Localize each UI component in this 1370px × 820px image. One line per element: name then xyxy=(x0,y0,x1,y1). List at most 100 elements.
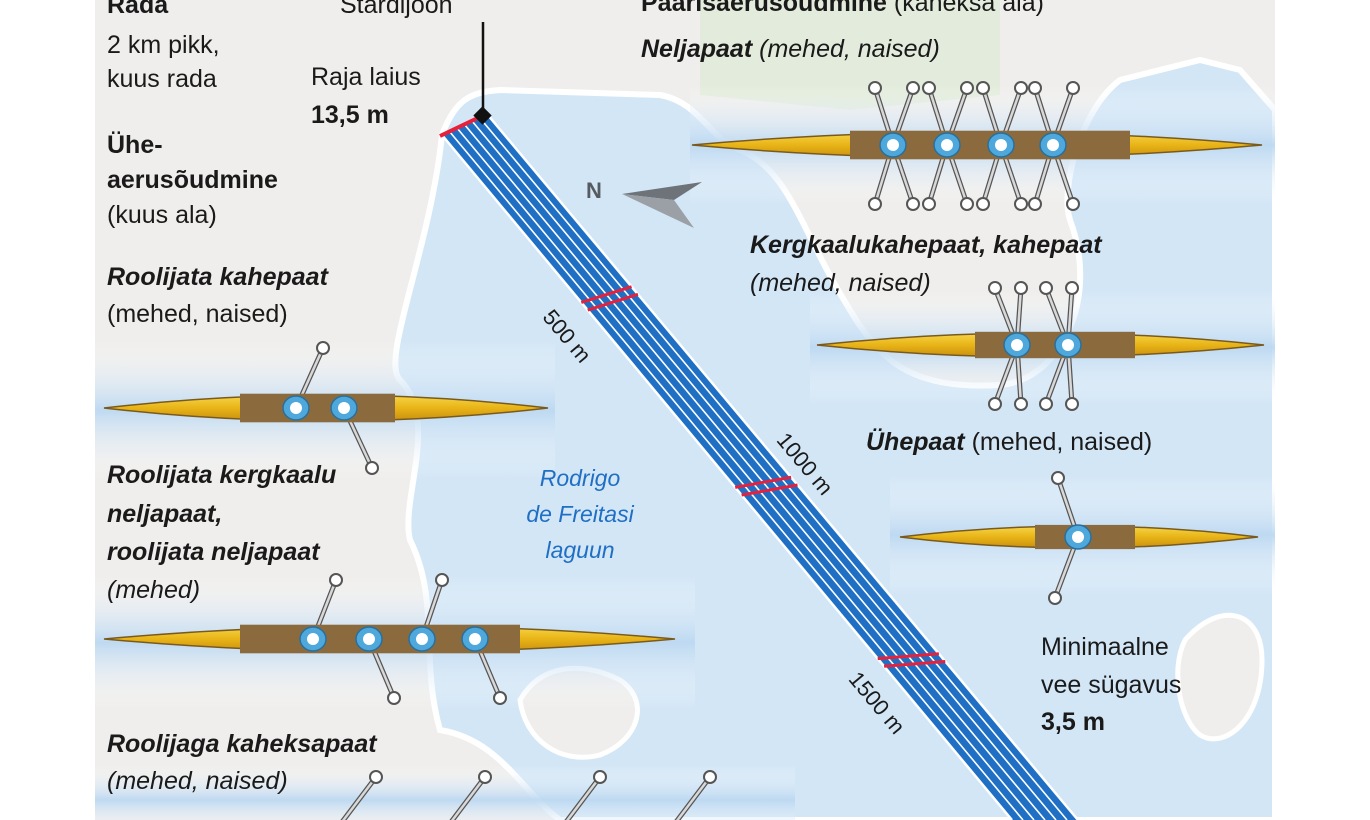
rower-head xyxy=(416,633,428,645)
oar-shaft xyxy=(341,775,378,820)
sculling-heading: Paarisaerusõudmine (kaheksa ala) xyxy=(641,0,1044,20)
oar-blade xyxy=(493,691,507,705)
pair-genders: (mehed, naised) xyxy=(107,300,288,328)
oar-blade xyxy=(369,770,383,784)
single-genders: (mehed, naised) xyxy=(971,428,1153,456)
oar-blade xyxy=(1051,471,1065,485)
distance-marker xyxy=(741,483,798,497)
start-line-label: Stardijoon xyxy=(340,0,453,19)
sweep-title-1: Ühe- xyxy=(107,131,163,159)
boats xyxy=(103,81,1265,820)
lagoon-name-3: laguun xyxy=(545,537,615,563)
single-heading: Ühepaat (mehed, naised) xyxy=(866,425,1152,459)
single-name: Ühepaat xyxy=(866,428,965,456)
island-east xyxy=(1175,612,1265,742)
distance-marker xyxy=(883,659,946,668)
four-genders: (mehed) xyxy=(107,576,201,604)
oar-shaft xyxy=(565,775,602,820)
double-genders: (mehed, naised) xyxy=(750,269,931,297)
oar-blade xyxy=(435,573,449,587)
pair-name: Roolijata kahepaat xyxy=(107,263,328,291)
quad-name: Neljapaat xyxy=(641,35,753,63)
oar-blade xyxy=(1028,197,1042,211)
rower-head xyxy=(307,633,319,645)
course-edge xyxy=(486,113,1079,820)
depth-line-1: Minimaalne xyxy=(1041,633,1169,661)
depth-line-2: vee sügavus xyxy=(1041,671,1182,699)
sweep-subtitle: (kuus ala) xyxy=(107,201,217,229)
rower-head xyxy=(1062,339,1074,351)
oar-blade xyxy=(868,81,882,95)
oar-blade xyxy=(988,397,1002,411)
eight-name: Roolijaga kaheksapaat xyxy=(107,730,377,758)
four-name-1: Roolijata kergkaalu xyxy=(107,461,337,489)
oar-blade xyxy=(1065,281,1079,295)
lane-divider xyxy=(448,130,1024,820)
oar-blade xyxy=(703,770,717,784)
rower-head xyxy=(887,139,899,151)
oar-blade xyxy=(922,81,936,95)
oar-blade xyxy=(906,197,920,211)
eight-genders: (mehed, naised) xyxy=(107,767,288,795)
lane-divider xyxy=(478,116,1068,820)
quad-heading: Neljapaat (mehed, naised) xyxy=(641,32,940,66)
distance-marker xyxy=(580,285,632,304)
quad-genders: (mehed, naised) xyxy=(759,35,940,63)
course-heading: Rada xyxy=(107,0,169,19)
lagoon-name-1: Rodrigo xyxy=(539,465,621,491)
lane-divider xyxy=(456,127,1035,820)
race-course xyxy=(439,113,1079,820)
lane-dividers xyxy=(441,113,1079,820)
start-pointer-head xyxy=(473,106,492,125)
oar-blade xyxy=(1014,281,1028,295)
depth-value: 3,5 m xyxy=(1041,708,1105,736)
rower-head xyxy=(1072,531,1084,543)
oar-blade xyxy=(988,281,1002,295)
north-label: N xyxy=(586,178,602,203)
oar-blade xyxy=(387,691,401,705)
oar-blade xyxy=(868,197,882,211)
course-edge xyxy=(441,134,1013,820)
oar-blade xyxy=(1066,197,1080,211)
rower-head xyxy=(338,402,350,414)
distance-marker xyxy=(587,292,639,312)
oar-blade xyxy=(906,81,920,95)
distance-marker xyxy=(734,475,792,489)
sculling-subtitle: (kaheksa ala) xyxy=(893,0,1044,17)
oar-blade xyxy=(1014,197,1028,211)
oar-blade xyxy=(478,770,492,784)
four-name-2: neljapaat, xyxy=(107,500,223,528)
rower-head xyxy=(1047,139,1059,151)
oar-blade xyxy=(365,461,379,475)
rower-head xyxy=(469,633,481,645)
oar-blade xyxy=(1014,397,1028,411)
lagoon-name-2: de Freitasi xyxy=(526,501,634,527)
north-arrow-icon xyxy=(622,182,702,228)
oar-shaft xyxy=(450,775,487,820)
oar-blade xyxy=(1028,81,1042,95)
oar-blade xyxy=(316,341,330,355)
oar-blade xyxy=(1066,81,1080,95)
double-name: Kergkaalukahepaat, kahepaat xyxy=(750,231,1102,259)
sweep-title-2: aerusõudmine xyxy=(107,166,278,194)
oar-blade xyxy=(922,197,936,211)
oar-blade xyxy=(1014,81,1028,95)
oar-blade xyxy=(1039,397,1053,411)
lane-divider xyxy=(463,123,1046,820)
oar-blade xyxy=(1039,281,1053,295)
distance-markers xyxy=(580,285,946,668)
boat-deck xyxy=(240,393,395,423)
lagoon-name: Rodrigo de Freitasi laguun xyxy=(500,460,660,568)
oar-blade xyxy=(593,770,607,784)
course-lanes: kuus rada xyxy=(107,65,217,93)
rower-head xyxy=(941,139,953,151)
oar-blade xyxy=(976,81,990,95)
oar-blade xyxy=(960,81,974,95)
rower-head xyxy=(1011,339,1023,351)
lane-divider xyxy=(471,120,1057,820)
oar-blade xyxy=(1065,397,1079,411)
lane-width-label: Raja laius xyxy=(311,63,421,91)
rower-head xyxy=(290,402,302,414)
